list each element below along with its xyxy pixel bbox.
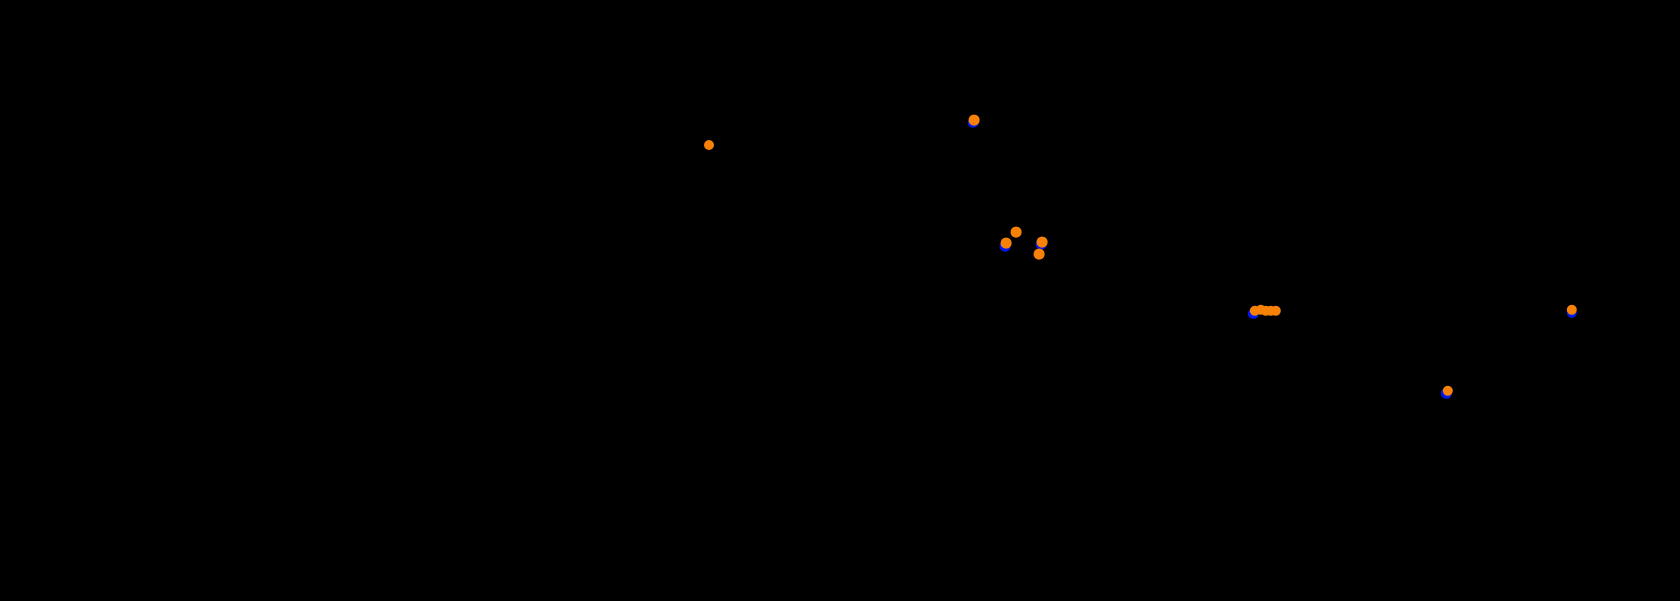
point-marker-dot-icon (1000, 237, 1012, 249)
point-marker-dot-icon (1036, 236, 1048, 248)
point-marker-dot-icon (1033, 248, 1045, 260)
point-marker-dot-icon (968, 114, 980, 126)
point-marker-dot-icon (1442, 385, 1454, 397)
point-marker-dot-icon (1566, 304, 1578, 316)
point-marker-dot-icon (1010, 226, 1022, 238)
point-marker-dot-icon (1270, 305, 1282, 317)
point-marker-dot-icon (704, 140, 714, 150)
point-marker-dot-icon (1249, 305, 1261, 317)
